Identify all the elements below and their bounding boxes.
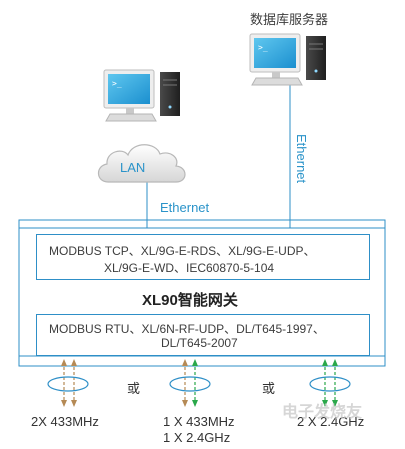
computer-icon: >_ — [103, 69, 180, 122]
tcp-protocol-box: MODBUS TCP、XL/9G-E-RDS、XL/9G-E-UDP、 XL/9… — [36, 234, 370, 280]
svg-text:>_: >_ — [112, 79, 122, 88]
antenna-ellipse — [47, 376, 89, 392]
arrow-up-head — [61, 359, 67, 366]
server-computer-icon: >_ — [249, 33, 326, 86]
arrow-down-head — [322, 400, 328, 407]
option-2-line1: 1 X 433MHz — [163, 414, 235, 429]
gateway-title: XL90智能网关 — [142, 292, 238, 309]
or-separator-1: 或 — [127, 381, 141, 396]
gateway-frame — [18, 219, 386, 367]
option-2-line2: 1 X 2.4GHz — [163, 430, 231, 445]
arrow-up-head — [71, 359, 77, 366]
rtu-protocol-box: MODBUS RTU、XL/6N-RF-UDP、DL/T645-1997、 DL… — [36, 314, 370, 356]
arrow-down-head — [61, 400, 67, 407]
option-3-line1: 2 X 2.4GHz — [297, 414, 365, 429]
antenna-ellipse — [169, 376, 211, 392]
antenna-pair-24-24 — [309, 359, 351, 407]
svg-text:>_: >_ — [258, 43, 268, 52]
rtu-protocols-line2: DL/T645-2007 — [161, 336, 238, 350]
option-1-line1: 2X 433MHz — [31, 414, 99, 429]
arrow-down-head — [332, 400, 338, 407]
arrow-down-head — [192, 400, 198, 407]
antenna-ellipse — [309, 376, 351, 392]
arrow-up-head — [192, 359, 198, 366]
arrow-down-head — [182, 400, 188, 407]
tcp-protocols-line2: XL/9G-E-WD、IEC60870-5-104 — [104, 261, 275, 275]
arrow-up-head — [332, 359, 338, 366]
lan-label: LAN — [120, 160, 146, 175]
arrow-up-head — [322, 359, 328, 366]
antenna-pair-433-24 — [169, 359, 211, 407]
lan-cloud-icon — [97, 144, 186, 183]
server-label: 数据库服务器 — [250, 12, 329, 27]
ethernet-right-label: Ethernet — [294, 134, 309, 184]
antenna-arrows — [47, 359, 351, 407]
antenna-pair-433-433 — [47, 359, 89, 407]
tcp-protocols-line1: MODBUS TCP、XL/9G-E-RDS、XL/9G-E-UDP、 — [49, 244, 316, 258]
ethernet-left-label: Ethernet — [160, 200, 210, 215]
or-separator-2: 或 — [262, 381, 276, 396]
arrow-down-head — [71, 400, 77, 407]
rtu-protocols-line1: MODBUS RTU、XL/6N-RF-UDP、DL/T645-1997、 — [49, 322, 325, 336]
arrow-up-head — [182, 359, 188, 366]
watermark: 电子发烧友 — [282, 404, 363, 421]
